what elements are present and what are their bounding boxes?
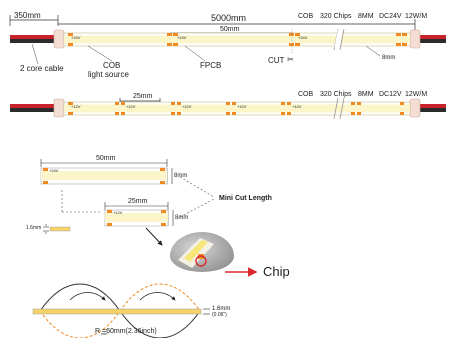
thickness-strip bbox=[49, 226, 71, 232]
zoom-arrow bbox=[145, 227, 163, 246]
pad-label-2e: +12V bbox=[292, 104, 302, 109]
pad-label-2c: +12V bbox=[182, 104, 192, 109]
spec-voltage-1: DC24V bbox=[379, 13, 402, 20]
thickness-marker bbox=[43, 224, 49, 234]
lead-length-label: 350mm bbox=[14, 11, 41, 20]
cut-label: CUT bbox=[268, 56, 285, 65]
strip-1 bbox=[9, 15, 446, 65]
thickness-label: 1.6mm bbox=[26, 225, 42, 231]
fpcb-label: FPCB bbox=[200, 61, 222, 70]
cut-len-24v: 50mm bbox=[96, 155, 116, 162]
bend-arrow-right bbox=[139, 292, 176, 301]
bend-diagram bbox=[32, 283, 210, 338]
end-cap-right-2 bbox=[409, 98, 421, 118]
chip-label: Chip bbox=[263, 264, 290, 279]
dashed-connectors bbox=[61, 176, 215, 218]
cob-label: COB bbox=[103, 61, 121, 70]
flat-strip bbox=[32, 308, 202, 315]
cable-left-2 bbox=[10, 104, 54, 112]
cut-pad-24v: +24V bbox=[49, 168, 59, 173]
total-length-label: 5000mm bbox=[211, 13, 247, 23]
chip-closeup-photo bbox=[170, 232, 234, 272]
bend-radius-sub: min bbox=[101, 331, 108, 336]
cut-width-12v: 8mm bbox=[175, 215, 189, 221]
strip-2 bbox=[10, 97, 446, 120]
spec-power-1: 12W/M bbox=[405, 13, 428, 20]
spec-cob-1: COB bbox=[298, 13, 314, 20]
cable-right bbox=[420, 35, 446, 43]
cut-pad-12v: +12V bbox=[113, 210, 123, 215]
end-cap-left bbox=[53, 29, 65, 49]
pad-label-2a: +12V bbox=[71, 104, 81, 109]
pad-label-2b: +12V bbox=[126, 104, 136, 109]
light-source-label: light source bbox=[88, 70, 129, 79]
pad-label-1a: +24V bbox=[71, 35, 81, 40]
spec-width-2: 8MM bbox=[358, 91, 374, 98]
bend-arrow-left bbox=[69, 292, 106, 301]
leader-lines-strip-1 bbox=[31, 43, 381, 65]
spec-width-1: 8MM bbox=[358, 13, 374, 20]
cable-label: 2 core cable bbox=[20, 64, 64, 73]
copper-pads-strip-2 bbox=[68, 102, 404, 115]
break-mark-2 bbox=[333, 97, 345, 120]
cut-width-24v: 8mm bbox=[174, 173, 188, 179]
end-cap-right bbox=[409, 29, 421, 49]
cob-light-band bbox=[64, 35, 410, 44]
pad-label-2d: +12V bbox=[237, 104, 247, 109]
pad-label-1b: +24V bbox=[177, 35, 187, 40]
segment-length-2: 25mm bbox=[133, 93, 153, 100]
mini-cut-length-title: Mini Cut Length bbox=[219, 195, 272, 202]
spec-voltage-2: DC12V bbox=[379, 91, 402, 98]
spec-chips-2: 320 Chips bbox=[320, 91, 352, 98]
scissors-icon: ✂ bbox=[287, 55, 294, 64]
spec-cob-2: COB bbox=[298, 91, 314, 98]
cut-len-12v: 25mm bbox=[128, 198, 148, 205]
width-label-1: 8mm bbox=[382, 55, 396, 61]
cable-left bbox=[10, 35, 54, 43]
spec-power-2: 12W/M bbox=[405, 91, 428, 98]
segment-length-1: 50mm bbox=[220, 26, 240, 33]
copper-pads-strip-1 bbox=[68, 33, 407, 46]
pad-label-1c: +24V bbox=[298, 35, 308, 40]
bend-radius: R =60mm(2.36inch) bbox=[95, 328, 157, 335]
end-cap-left-2 bbox=[53, 98, 65, 118]
cob-light-band-2 bbox=[64, 104, 410, 113]
chip-closeup-graphic bbox=[178, 238, 214, 268]
bend-thickness: 1.6mm bbox=[212, 306, 231, 312]
cut-length-diagram bbox=[40, 159, 215, 246]
cable-right-2 bbox=[420, 104, 446, 112]
bend-thickness-inch: (0.06") bbox=[212, 312, 227, 318]
spec-chips-1: 320 Chips bbox=[320, 13, 352, 20]
